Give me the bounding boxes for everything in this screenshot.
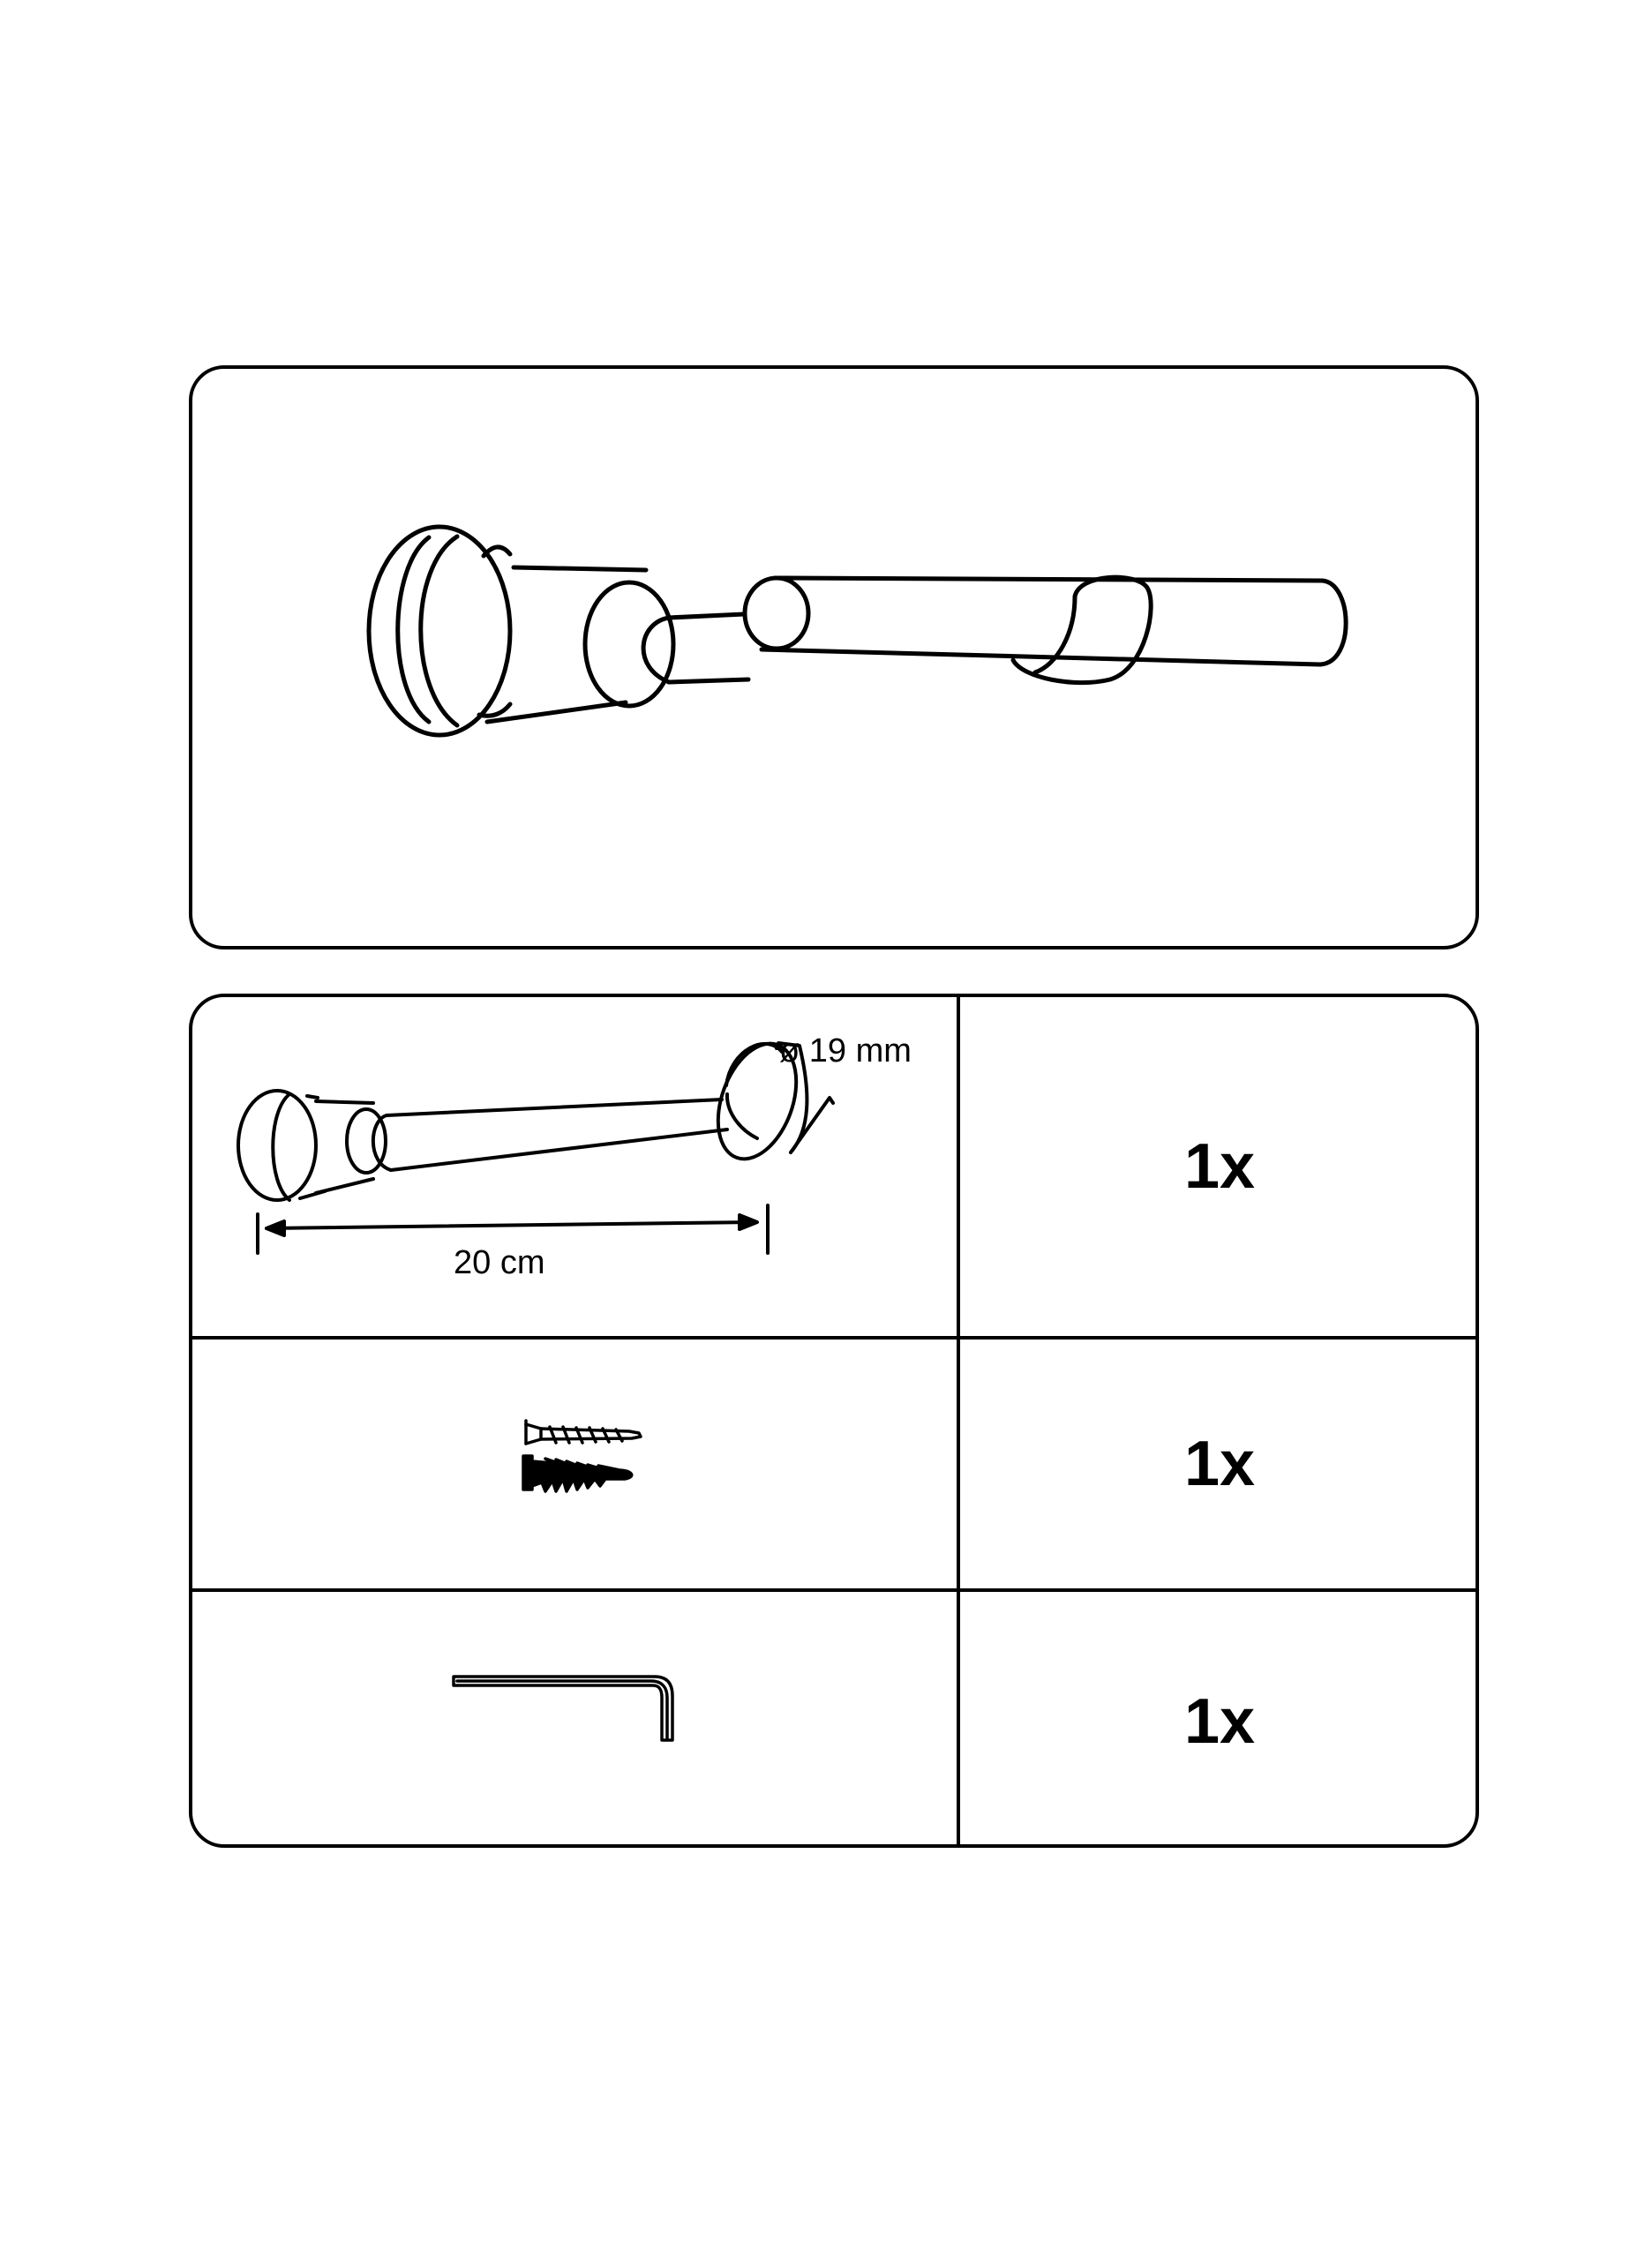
curtain-rod-bracket-assembled-icon [366,524,1348,738]
screw-and-wall-plug-icon [522,1419,642,1493]
assembled-bracket-panel [189,365,1479,949]
curtain-rod-bracket-icon [237,1041,835,1255]
part-row-screws [192,1340,957,1588]
row-divider [192,1336,1476,1340]
allen-key-icon [452,1675,674,1742]
quantity-bracket: 1x [1183,1131,1256,1202]
parts-list-table: ø 19 mm 20 cm 1x 1x 1x [189,994,1479,1848]
quantity-allen-key: 1x [1183,1686,1256,1757]
rod-diameter-label: ø 19 mm [779,1032,912,1069]
quantity-screws: 1x [1183,1429,1256,1499]
part-row-bracket: ø 19 mm 20 cm [192,997,957,1336]
bracket-length-label: 20 cm [454,1244,545,1281]
column-divider [957,997,960,1844]
part-row-allen-key [192,1592,957,1844]
row-divider [192,1588,1476,1592]
